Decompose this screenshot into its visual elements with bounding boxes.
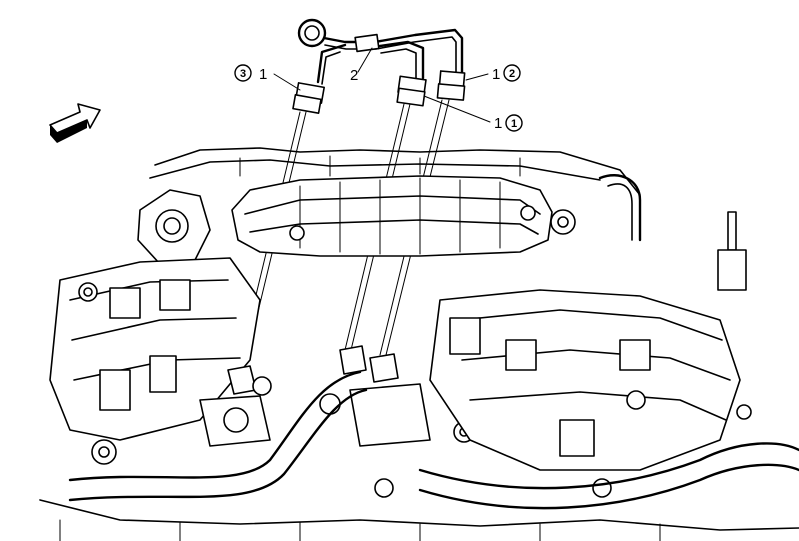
front-direction-arrow-icon xyxy=(49,103,101,143)
callout-leaders xyxy=(273,47,491,123)
engine-assembly-illustration xyxy=(39,147,799,541)
callout-fuel-line: 2 xyxy=(350,67,358,84)
fuel-line-fitting-center xyxy=(396,75,427,107)
fuel-supply-line-assembly xyxy=(292,18,466,114)
callout-step-2: 2 xyxy=(503,64,521,82)
svg-text:2: 2 xyxy=(509,68,515,80)
callout-step-3: 3 xyxy=(234,64,252,82)
svg-text:3: 3 xyxy=(240,68,246,80)
callout-fitting-left: 1 xyxy=(259,66,267,83)
svg-text:1: 1 xyxy=(511,118,517,130)
callout-fitting-right-lower: 1 xyxy=(494,115,502,132)
fuel-line-fitting-left xyxy=(292,82,325,114)
fuel-line-fitting-right xyxy=(436,70,466,101)
callout-step-1: 1 xyxy=(505,114,523,132)
callout-fitting-right-upper: 1 xyxy=(492,66,500,83)
